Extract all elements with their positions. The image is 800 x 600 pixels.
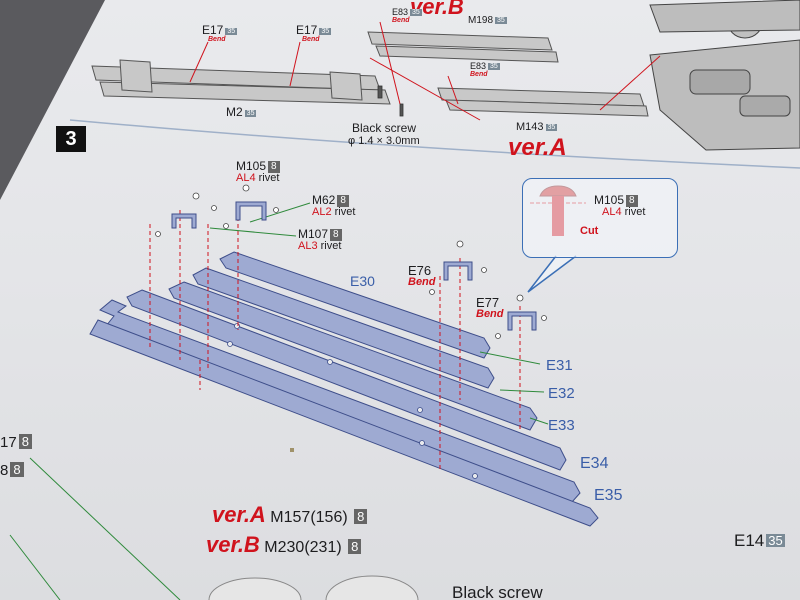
strip-e33	[126, 289, 567, 471]
frame-rail-right	[367, 31, 649, 117]
black-screw-label: Black screw	[352, 121, 417, 135]
strip-e31-label: E31	[546, 357, 573, 374]
ver-b-bottom-row: ver.B M230(231) 8	[206, 534, 362, 556]
strip-e33-label: E33	[548, 417, 575, 434]
strip-e34-label: E34	[580, 455, 609, 472]
strip-e30-label: E30	[350, 273, 375, 289]
strip-e35-label: E35	[594, 487, 623, 504]
strip-e34	[99, 299, 581, 503]
strip-e32	[168, 281, 538, 431]
ver-a-label: ver.A	[508, 134, 567, 161]
strip-e35	[89, 319, 599, 527]
frame-rail-left	[91, 59, 391, 105]
screw-size-label: φ 1.4 × 3.0mm	[348, 135, 420, 147]
strip-e32-label: E32	[548, 385, 575, 402]
part-e76: E76 Bend	[408, 263, 436, 288]
ver-b-label: ver.B	[410, 0, 464, 19]
callout-cut-label: Cut	[580, 225, 599, 237]
strip-e30	[219, 251, 491, 359]
ver-a-bottom-row: ver.A M157(156) 8	[212, 504, 368, 526]
strip-e31	[192, 267, 495, 389]
rivet-cut-callout	[522, 178, 678, 258]
black-screw-bottom: Black screw	[452, 583, 543, 600]
part-e77: E77 Bend	[476, 295, 504, 320]
engine-assembly	[649, 0, 800, 151]
step-number: 3	[56, 126, 86, 152]
